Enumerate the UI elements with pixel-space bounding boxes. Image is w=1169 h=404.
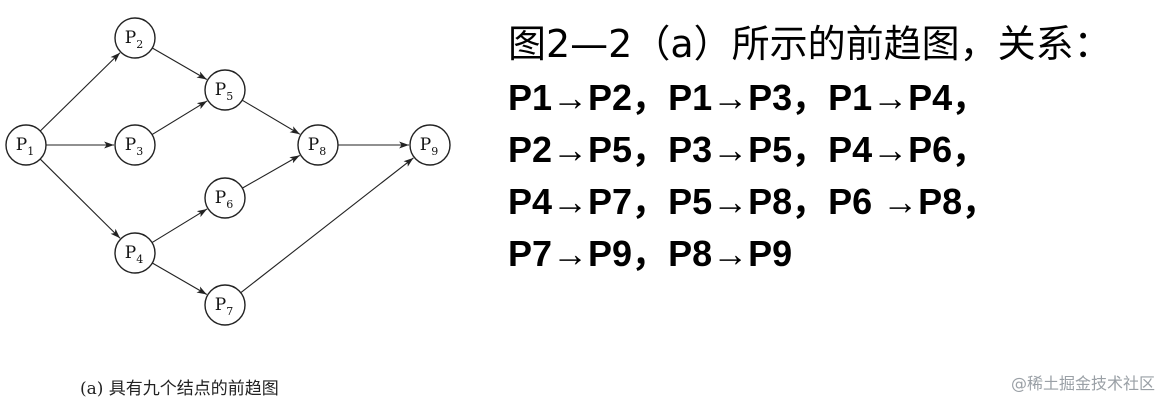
node-label: P6 (215, 188, 233, 211)
node-label: P7 (215, 295, 233, 318)
node-label: P3 (125, 135, 143, 158)
node-label: P4 (125, 243, 143, 266)
edge-p7-p9 (240, 157, 414, 294)
edge-p6-p8 (242, 154, 301, 189)
node-p9: P9 (409, 124, 451, 166)
relations-line-1: P1→P2，P1→P3，P1→P4， (508, 77, 989, 118)
node-p4: P4 (114, 232, 156, 274)
node-label: P5 (215, 80, 233, 103)
node-p8: P8 (297, 124, 339, 166)
edge-p4-p7 (152, 262, 208, 295)
edge-p1-p2 (39, 52, 121, 132)
node-p7: P7 (204, 284, 246, 326)
node-p3: P3 (114, 124, 156, 166)
node-label: P8 (308, 135, 326, 158)
node-label: P9 (420, 135, 438, 158)
node-label: P1 (16, 135, 34, 158)
node-p2: P2 (114, 17, 156, 59)
relations-line-2: P2→P5，P3→P5，P4→P6， (508, 129, 989, 170)
diagram-caption: (a) 具有九个结点的前趋图 (80, 379, 279, 399)
node-p5: P5 (204, 69, 246, 111)
node-label: P2 (125, 28, 143, 51)
node-p1: P1 (5, 124, 47, 166)
edge-p4-p6 (151, 208, 208, 244)
relations-line-4: P7→P9，P8→P9 (508, 233, 793, 274)
watermark: @稀土掘金技术社区 (1010, 374, 1155, 393)
edge-p2-p5 (152, 47, 208, 80)
edge-p1-p4 (39, 158, 121, 239)
node-p6: P6 (204, 177, 246, 219)
edge-p3-p5 (151, 100, 208, 136)
relations-line-3: P4→P7，P5→P8，P6 →P8， (508, 181, 999, 222)
relations-title: 图2—2（a）所示的前趋图，关系： (508, 22, 1112, 66)
edge-p5-p8 (241, 99, 301, 135)
